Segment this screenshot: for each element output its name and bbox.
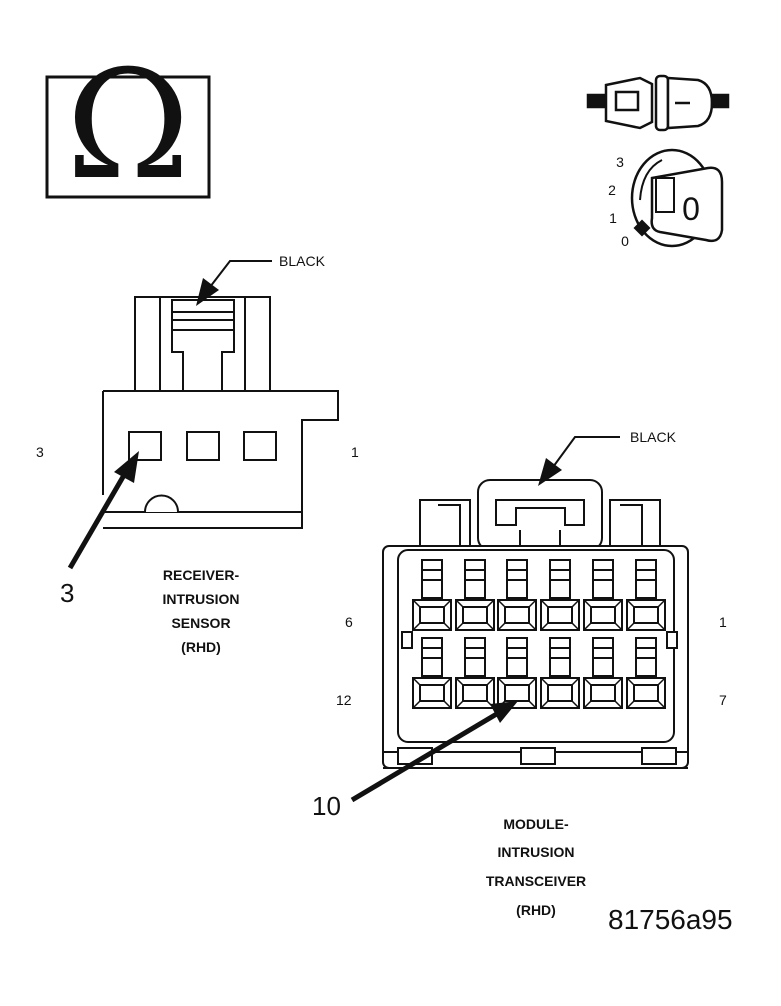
module-caption-line-4: (RHD) (516, 902, 556, 918)
receiver-callout-number: 3 (60, 578, 74, 608)
module-row2-left-pin: 12 (336, 692, 352, 708)
receiver-connector (102, 296, 339, 529)
module-caption-line-1: MODULE- (503, 816, 569, 832)
module-color-label: BLACK (630, 429, 677, 445)
module-color-leader (538, 436, 620, 486)
terminal-cavity (412, 637, 452, 709)
module-caption: MODULE- INTRUSION TRANSCEIVER (RHD) (486, 816, 586, 918)
module-callout-arrow (350, 701, 518, 803)
module-caption-line-2: INTRUSION (498, 844, 575, 860)
receiver-caption-line-4: (RHD) (181, 639, 221, 655)
module-row1-left-pin: 6 (345, 614, 353, 630)
terminal-cavity (455, 637, 495, 709)
ohm-icon: Ω (45, 39, 211, 213)
module-row1-right-pin: 1 (719, 614, 727, 630)
receiver-caption-line-1: RECEIVER- (163, 567, 240, 583)
receiver-caption-line-3: SENSOR (171, 615, 230, 631)
terminal-cavity (497, 559, 537, 631)
terminal-cavity (626, 637, 666, 709)
terminal-cavity (540, 637, 580, 709)
terminal-cavity (412, 559, 452, 631)
key-face-label: 0 (682, 191, 700, 227)
receiver-pin-left: 3 (36, 444, 44, 460)
module-row2-right-pin: 7 (719, 692, 727, 708)
receiver-color-label: BLACK (279, 253, 326, 269)
module-pin-grid (412, 559, 666, 709)
receiver-color-leader (196, 260, 272, 306)
receiver-caption-line-2: INTRUSION (163, 591, 240, 607)
terminal-cavity (583, 637, 623, 709)
key-position-2: 2 (608, 182, 616, 198)
receiver-caption: RECEIVER- INTRUSION SENSOR (RHD) (163, 567, 240, 655)
key-position-3: 3 (616, 154, 624, 170)
terminal-cavity (540, 559, 580, 631)
key-position-0: 0 (621, 233, 629, 249)
terminal-cavity (455, 559, 495, 631)
receiver-callout-arrow (67, 451, 139, 570)
module-callout-number: 10 (312, 791, 341, 821)
figure-id: 81756a95 (608, 904, 733, 935)
module-caption-line-3: TRANSCEIVER (486, 873, 586, 889)
terminal-cavity (626, 559, 666, 631)
ignition-key-icon: 0 3 2 1 0 (608, 148, 724, 249)
terminal-cavity (583, 559, 623, 631)
ohm-symbol: Ω (66, 39, 190, 213)
key-position-1: 1 (609, 210, 617, 226)
receiver-pin-right: 1 (351, 444, 359, 460)
connector-disconnect-icon (586, 74, 730, 132)
